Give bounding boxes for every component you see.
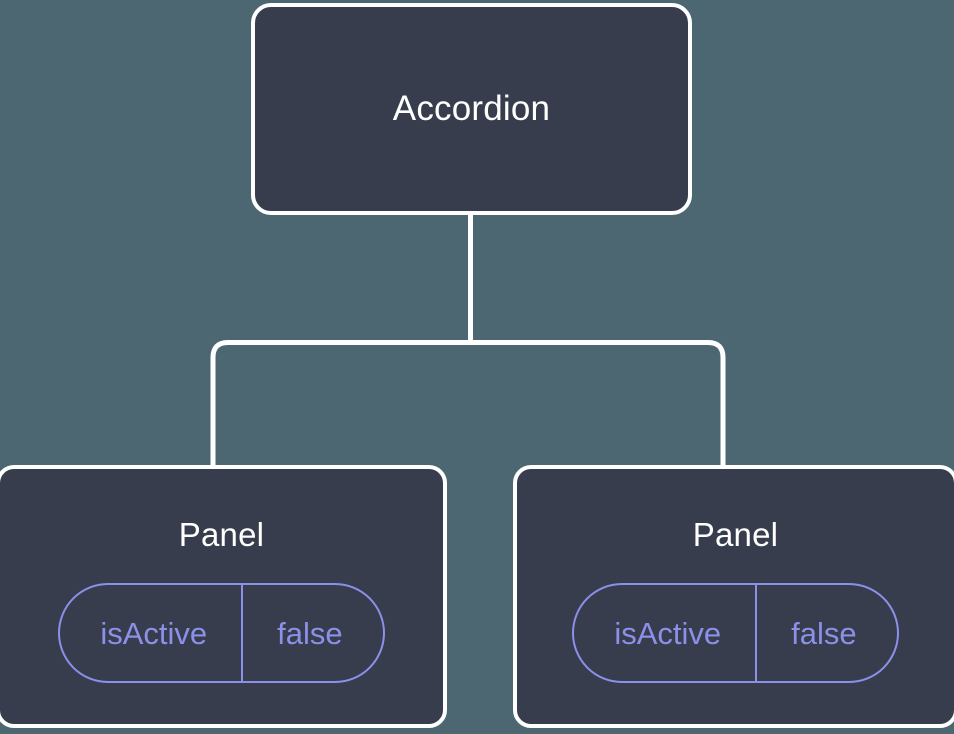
state-badge-panel-2: isActive false [572, 583, 899, 684]
node-panel-1-label: Panel [178, 516, 265, 553]
node-panel-1[interactable]: Panel isActive false [0, 465, 447, 728]
state-key-panel-1: isActive [60, 585, 244, 682]
connector-branch-right [470, 340, 726, 469]
node-accordion[interactable]: Accordion [251, 3, 692, 215]
state-value-panel-2: false [791, 615, 857, 651]
node-panel-2[interactable]: Panel isActive false [513, 465, 954, 728]
state-key-panel-2: isActive [574, 585, 758, 682]
connector-branch-left [210, 340, 471, 469]
node-accordion-label: Accordion [392, 88, 551, 128]
state-badge-panel-1: isActive false [58, 583, 385, 684]
node-panel-2-label: Panel [692, 516, 779, 553]
state-value-panel-1: false [277, 615, 343, 651]
